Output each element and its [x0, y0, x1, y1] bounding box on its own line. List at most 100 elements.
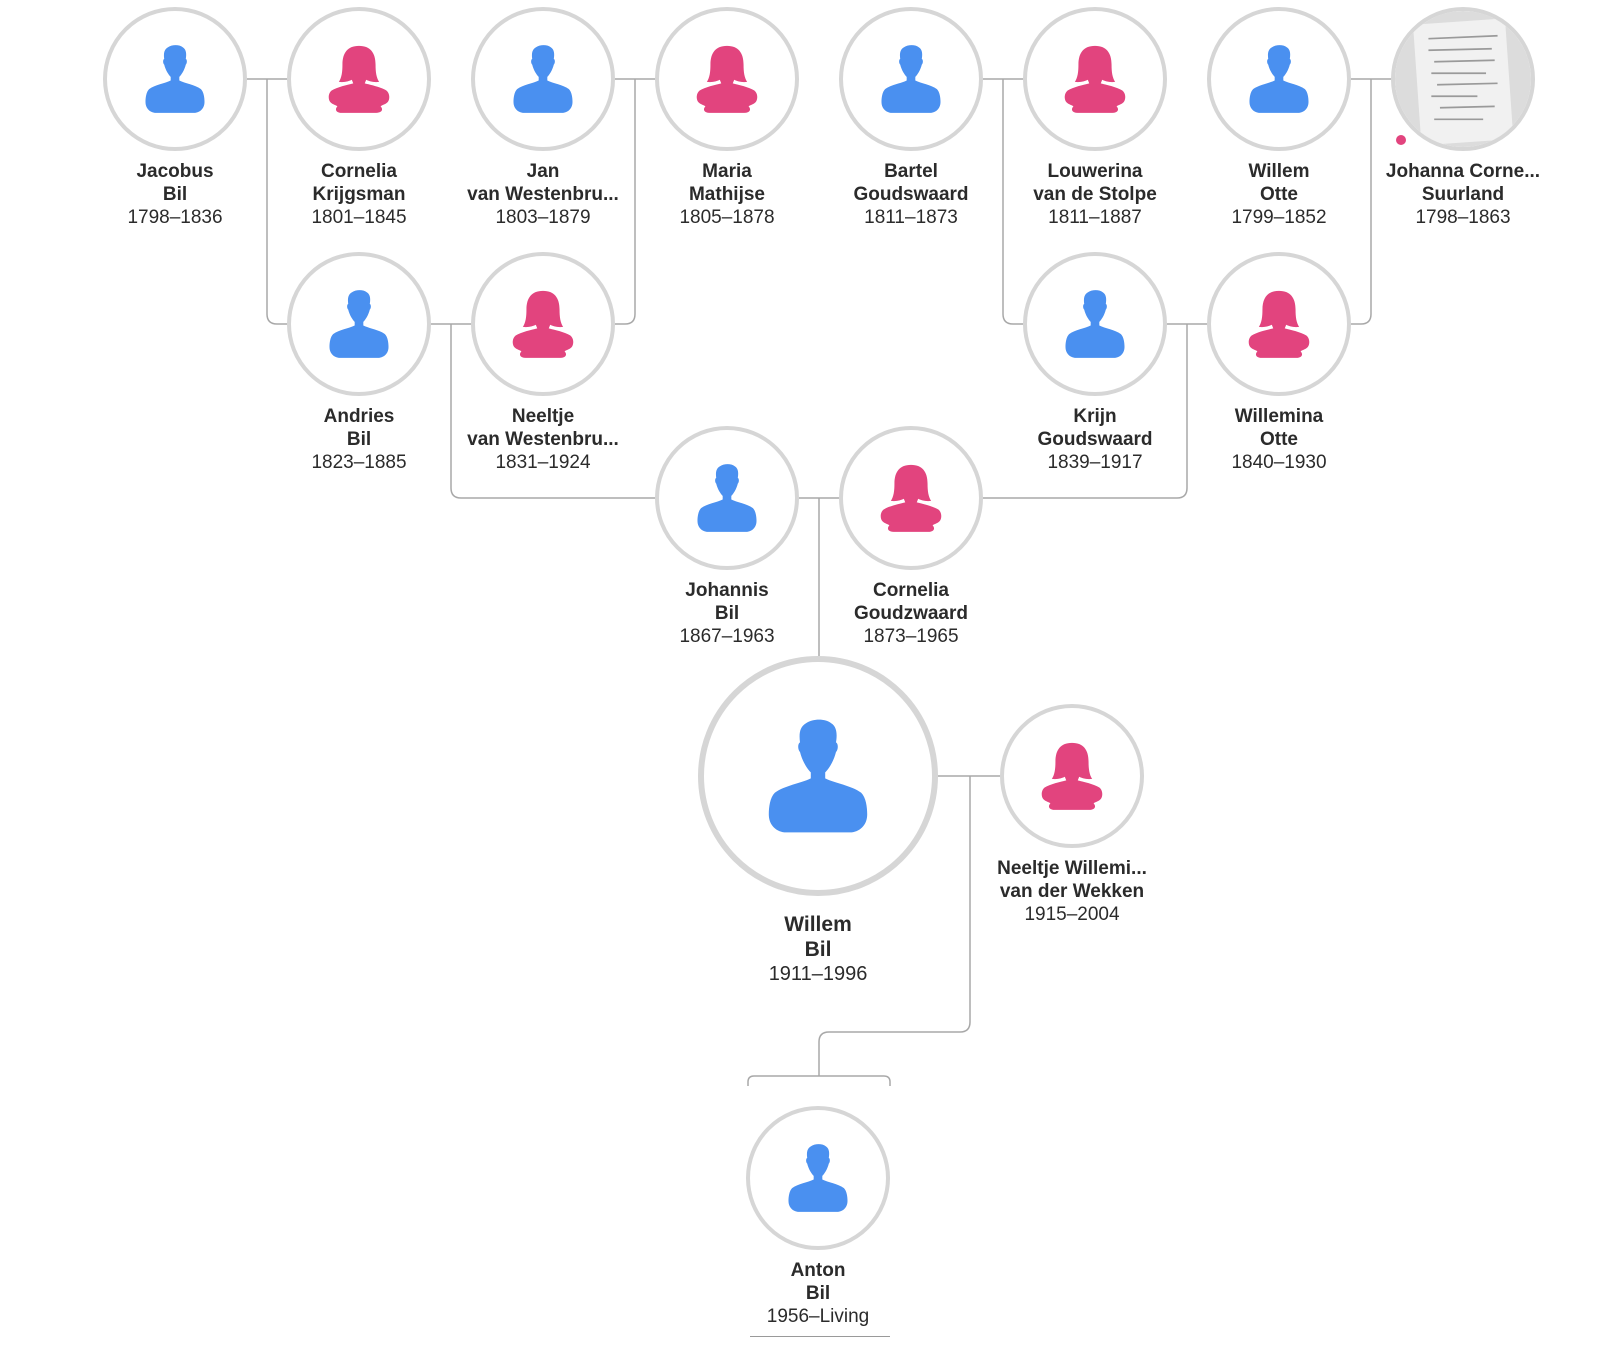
connector-line-10 [450, 324, 655, 499]
person-years: 1801–1845 [311, 207, 407, 228]
person-jacobus-bil[interactable]: Jacobus Bil 1798–1836 [55, 7, 295, 230]
person-andries-bil[interactable]: Andries Bil 1823–1885 [239, 252, 479, 475]
person-avatar[interactable] [1000, 704, 1144, 848]
person-first-name: Neeltje [511, 406, 575, 427]
person-cornelia-krijgsman[interactable]: Cornelia Krijgsman 1801–1845 [239, 7, 479, 230]
person-last-name: Krijgsman [312, 184, 406, 205]
person-avatar[interactable] [1023, 252, 1167, 396]
person-first-name: Maria [702, 161, 752, 182]
person-first-name: Johanna Corne... [1385, 161, 1541, 182]
person-last-name: van der Wekken [999, 881, 1145, 902]
person-years: 1915–2004 [1024, 904, 1120, 925]
connector-line-2 [266, 79, 287, 325]
person-willem-bil-focus[interactable]: Willem Bil 1911–1996 [698, 656, 938, 986]
person-years: 1811–1873 [864, 207, 958, 228]
connector-line-16 [818, 776, 971, 1076]
person-avatar[interactable] [1023, 7, 1167, 151]
person-avatar[interactable] [287, 7, 431, 151]
person-first-name: Andries [323, 406, 395, 427]
person-avatar[interactable] [1207, 7, 1351, 151]
person-first-name: Anton [790, 1260, 846, 1281]
person-avatar[interactable] [655, 426, 799, 570]
document-photo-icon [1395, 11, 1531, 147]
connector-line-12 [983, 324, 1188, 499]
female-silhouette-icon [696, 45, 758, 113]
person-years: 1911–1996 [768, 963, 868, 985]
person-first-name: Bartel [884, 161, 938, 182]
person-years: 1840–1930 [1231, 452, 1327, 473]
person-neeltje-van-der-wekken[interactable]: Neeltje Willemi... van der Wekken 1915–2… [952, 704, 1192, 927]
person-louwerina-van-de-stolpe[interactable]: Louwerina van de Stolpe 1811–1887 [975, 7, 1215, 230]
record-hint-dot[interactable] [1396, 135, 1406, 145]
person-years: 1811–1887 [1048, 207, 1142, 228]
connector-line-6 [1002, 79, 1023, 325]
person-avatar[interactable] [839, 7, 983, 151]
person-last-name: van Westenbru... [467, 429, 619, 450]
person-avatar[interactable] [1391, 7, 1535, 151]
person-johannis-bil[interactable]: Johannis Bil 1867–1963 [607, 426, 847, 649]
person-years: 1823–1885 [311, 452, 407, 473]
person-first-name: Willem [1248, 161, 1310, 182]
female-silhouette-icon [328, 45, 390, 113]
person-neeltje-van-westenbrugge[interactable]: Neeltje van Westenbru... 1831–1924 [423, 252, 663, 475]
person-avatar[interactable] [471, 7, 615, 151]
person-years: 1799–1852 [1231, 207, 1327, 228]
person-avatar[interactable] [655, 7, 799, 151]
person-avatar[interactable] [746, 1106, 890, 1250]
person-first-name: Cornelia [320, 161, 398, 182]
person-cornelia-goudzwaard[interactable]: Cornelia Goudzwaard 1873–1965 [791, 426, 1031, 649]
female-silhouette-icon [1041, 742, 1103, 810]
person-first-name: Johannis [685, 580, 769, 601]
male-silhouette-icon [788, 1144, 848, 1212]
person-years: 1805–1878 [679, 207, 775, 228]
person-years: 1798–1863 [1415, 207, 1511, 228]
person-anton-bil[interactable]: Anton Bil 1956–Living [698, 1106, 938, 1329]
person-first-name: Neeltje Willemi... [997, 858, 1147, 879]
connector-line-4 [615, 79, 636, 325]
person-jan-van-westenbrugge[interactable]: Jan van Westenbru... 1803–1879 [423, 7, 663, 230]
person-years: 1956–Living [766, 1306, 870, 1327]
male-silhouette-icon [145, 45, 205, 113]
person-avatar[interactable] [103, 7, 247, 151]
person-last-name: Bil [162, 184, 188, 205]
person-johanna-suurland[interactable]: Johanna Corne... Suurland 1798–1863 [1343, 7, 1583, 230]
male-silhouette-icon [1249, 45, 1309, 113]
person-avatar[interactable] [698, 656, 938, 896]
person-avatar[interactable] [1207, 252, 1351, 396]
person-years: 1867–1963 [679, 626, 775, 647]
female-silhouette-icon [512, 290, 574, 358]
person-last-name: Mathijse [688, 184, 766, 205]
person-last-name: Goudswaard [853, 184, 969, 205]
female-silhouette-icon [1248, 290, 1310, 358]
person-first-name: Louwerina [1047, 161, 1143, 182]
person-last-name: Bil [714, 603, 740, 624]
person-years: 1839–1917 [1047, 452, 1143, 473]
connector-line-8 [1351, 79, 1372, 325]
person-first-name: Cornelia [872, 580, 950, 601]
person-last-name: Goudswaard [1037, 429, 1153, 450]
female-silhouette-icon [880, 464, 942, 532]
connector-line-17 [747, 1075, 891, 1086]
person-willemina-otte[interactable]: Willemina Otte 1840–1930 [1159, 252, 1399, 475]
female-silhouette-icon [1064, 45, 1126, 113]
male-silhouette-icon [697, 464, 757, 532]
person-krijn-goudswaard[interactable]: Krijn Goudswaard 1839–1917 [975, 252, 1215, 475]
person-bartel-goudswaard[interactable]: Bartel Goudswaard 1811–1873 [791, 7, 1031, 230]
person-willem-otte[interactable]: Willem Otte 1799–1852 [1159, 7, 1399, 230]
person-avatar[interactable] [839, 426, 983, 570]
person-maria-mathijse[interactable]: Maria Mathijse 1805–1878 [607, 7, 847, 230]
person-avatar[interactable] [287, 252, 431, 396]
person-years: 1831–1924 [495, 452, 591, 473]
person-first-name: Jacobus [136, 161, 214, 182]
person-last-name: van de Stolpe [1033, 184, 1157, 205]
male-silhouette-icon [768, 719, 868, 833]
children-group-underline [750, 1336, 890, 1337]
person-years: 1803–1879 [495, 207, 591, 228]
person-avatar[interactable] [471, 252, 615, 396]
person-first-name: Krijn [1073, 406, 1117, 427]
person-last-name: Suurland [1421, 184, 1505, 205]
person-years: 1873–1965 [863, 626, 959, 647]
person-first-name: Willemina [1234, 406, 1324, 427]
